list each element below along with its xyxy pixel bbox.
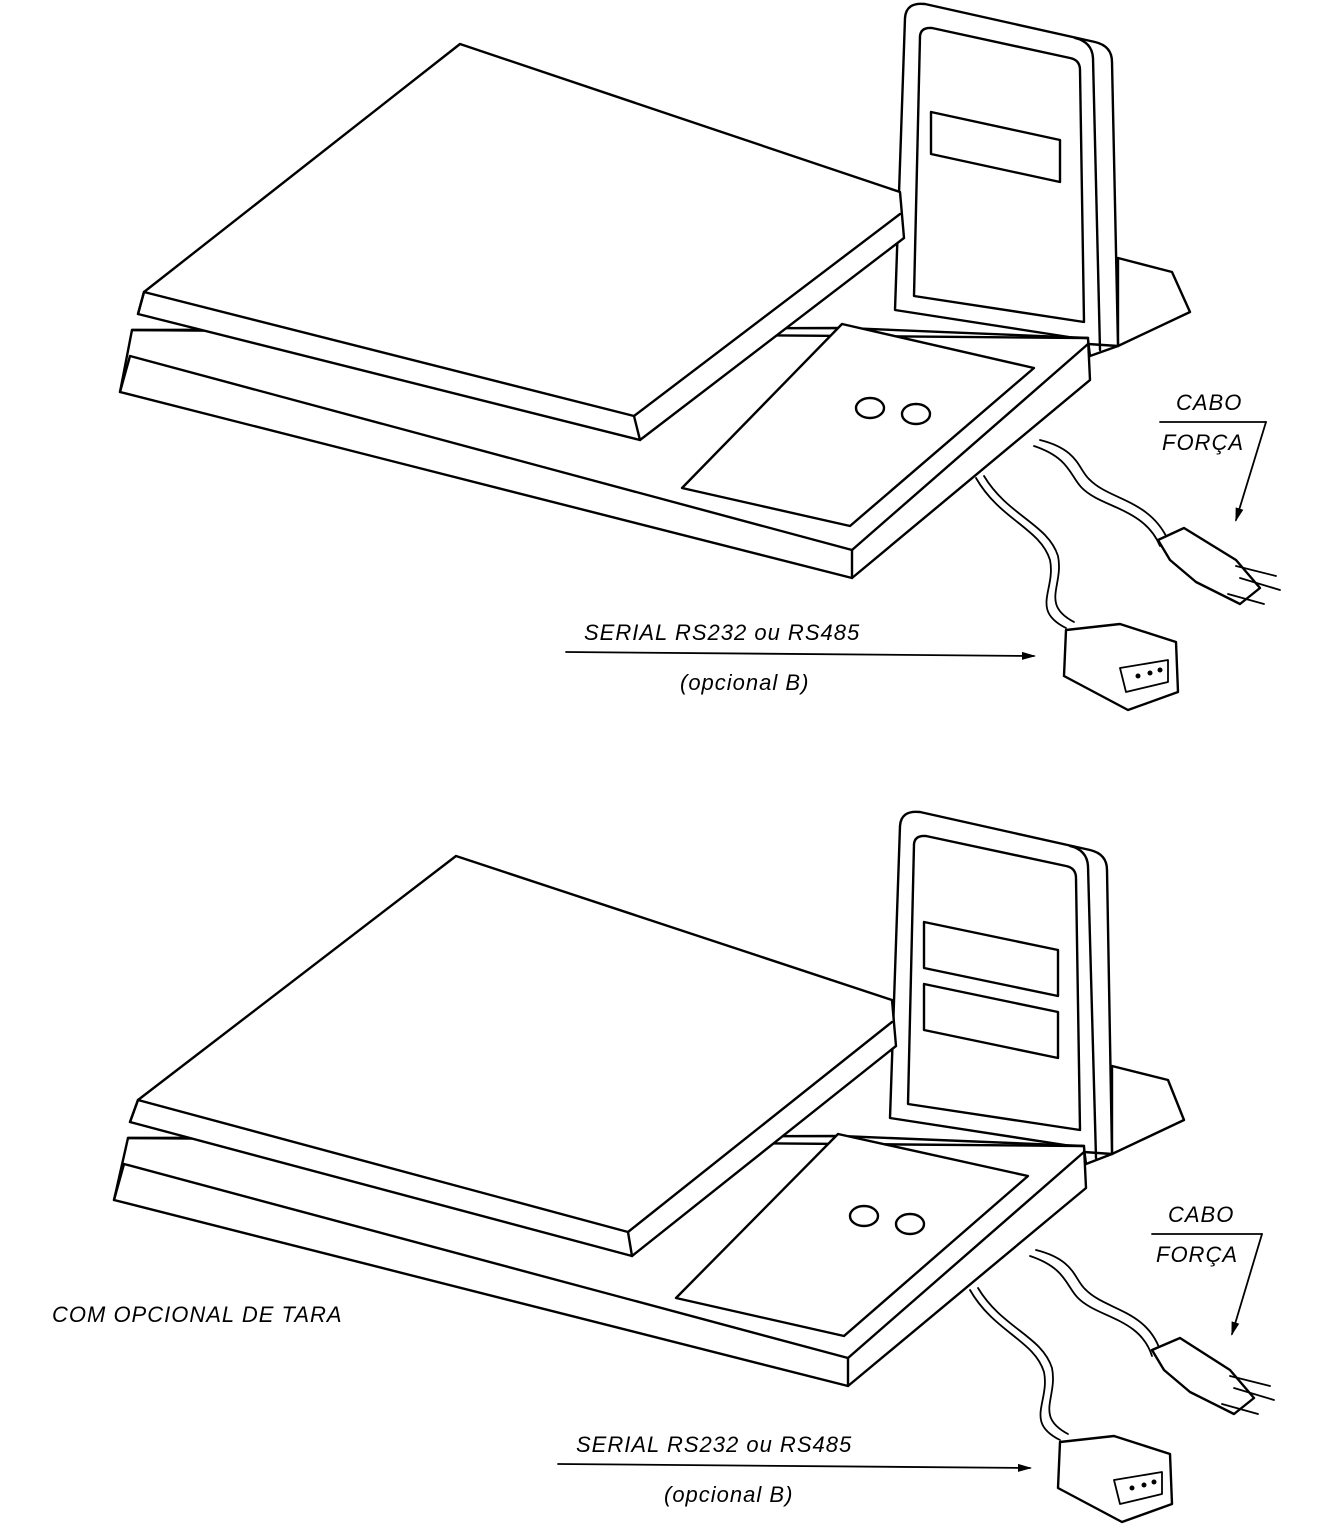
power-cable: [1029, 1249, 1275, 1416]
power-cable: [1033, 439, 1281, 606]
tare-option-caption: COM OPCIONAL DE TARA: [52, 1302, 343, 1327]
power-cable-label-line2: FORÇA: [1156, 1242, 1238, 1267]
serial-label: SERIAL RS232 ou RS485: [584, 620, 860, 645]
keypad-panel: [674, 1132, 1030, 1338]
tare-button: [854, 396, 886, 420]
weighing-platter: [128, 854, 898, 1258]
power-cable-label-line1: CABO: [1168, 1202, 1234, 1227]
display-window-tare: [922, 982, 1060, 1060]
power-cable-label-line2: FORÇA: [1162, 430, 1244, 455]
scale-figure-1: CABO FORÇA SERIAL RS232 ou RS485 (opcion…: [118, 2, 1281, 712]
zero-button: [894, 1212, 926, 1236]
tare-button: [848, 1204, 880, 1228]
display-tower: [888, 810, 1114, 1166]
keypad-panel: [680, 322, 1036, 528]
power-cable-label-line1: CABO: [1176, 390, 1242, 415]
serial-cable: [969, 1287, 1174, 1524]
serial-option-label: (opcional B): [664, 1482, 793, 1507]
power-cable-arrow: [1235, 421, 1267, 522]
serial-option-label: (opcional B): [680, 670, 809, 695]
scale-figure-2: CABO FORÇA SERIAL RS232 ou RS485 (opcion…: [52, 810, 1275, 1524]
base-rear-ledge: [1116, 256, 1192, 348]
serial-cable: [975, 475, 1180, 712]
power-plug-icon: [1150, 1336, 1256, 1416]
zero-button: [900, 402, 932, 426]
serial-arrow: [565, 651, 1036, 660]
display-tower: [893, 2, 1120, 358]
display-window: [929, 110, 1062, 184]
base-rear-ledge: [1110, 1064, 1186, 1156]
weighing-platter: [136, 42, 906, 442]
power-cable-arrow: [1231, 1233, 1263, 1336]
serial-label: SERIAL RS232 ou RS485: [576, 1432, 852, 1457]
power-plug-icon: [1156, 526, 1262, 606]
serial-arrow: [557, 1463, 1032, 1472]
display-window-top: [922, 920, 1060, 998]
